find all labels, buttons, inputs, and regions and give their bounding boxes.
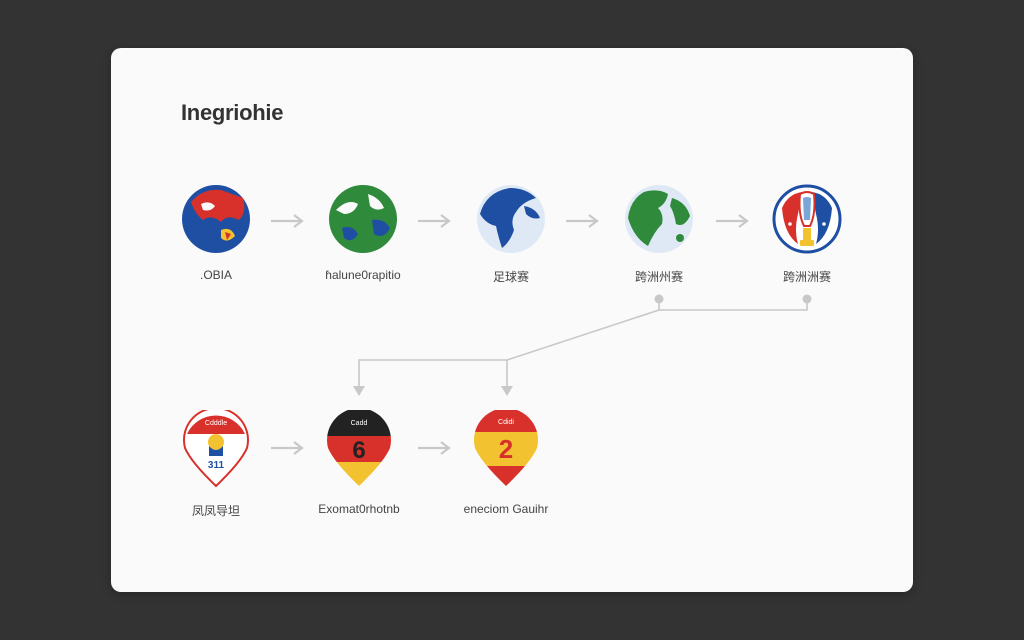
node-row1-3: 足球赛 — [451, 184, 571, 285]
node-label: 跨洲州赛 — [634, 270, 683, 284]
badge-number: 2 — [499, 434, 513, 464]
node-label: 足球赛 — [492, 270, 529, 284]
pin-germany-icon: Cadd 6 — [324, 410, 394, 486]
node-row1-4: 跨洲州赛 — [599, 184, 719, 285]
node-label: ɦalune0rapitio — [325, 268, 401, 282]
node-label: 凤凤导坦 — [191, 504, 240, 518]
node-row2-2: Cadd 6 Exomat0rhotnb — [299, 410, 419, 516]
node-label: .OBIA — [199, 268, 232, 282]
node-label: Exomat0rhotnb — [318, 502, 400, 516]
globe-green-icon — [328, 184, 398, 254]
node-row2-3: Cdidi 2 eneciom Gauihr — [446, 410, 566, 516]
node-row2-1: Cdddle 311 凤凤导坦 — [156, 410, 276, 519]
pin-spain-icon: Cdidi 2 — [471, 410, 541, 486]
flow-arrow-4 — [714, 213, 752, 229]
diagram-title: Inegriohie — [181, 100, 284, 125]
badge-text: Cdidi — [498, 419, 514, 426]
badge-text: Cdddle — [205, 420, 227, 427]
globe-americas-icon — [476, 184, 546, 254]
badge-number: 6 — [352, 437, 365, 464]
badge-code: 311 — [208, 460, 225, 471]
node-row1-2: ɦalune0rapitio — [303, 184, 423, 282]
flow-arrow-5 — [269, 440, 307, 456]
globe-africa-icon — [624, 184, 694, 254]
globe-red-blue-icon — [181, 184, 251, 254]
flow-arrow-2 — [416, 213, 454, 229]
node-row1-5: 跨洲洲赛 — [747, 184, 867, 285]
node-row1-1: .OBIA — [156, 184, 276, 282]
flow-arrow-1 — [269, 213, 307, 229]
node-label: 跨洲洲赛 — [782, 270, 831, 284]
connector-lines — [353, 294, 812, 396]
trophy-emblem-icon — [772, 184, 842, 254]
diagram-card: Inegriohie .OBIA — [111, 48, 913, 592]
node-label: eneciom Gauihr — [463, 502, 549, 516]
flow-arrow-6 — [416, 440, 454, 456]
pin-badge-icon: Cdddle 311 — [181, 410, 251, 488]
badge-text: Cadd — [351, 420, 368, 427]
flow-arrow-3 — [564, 213, 602, 229]
